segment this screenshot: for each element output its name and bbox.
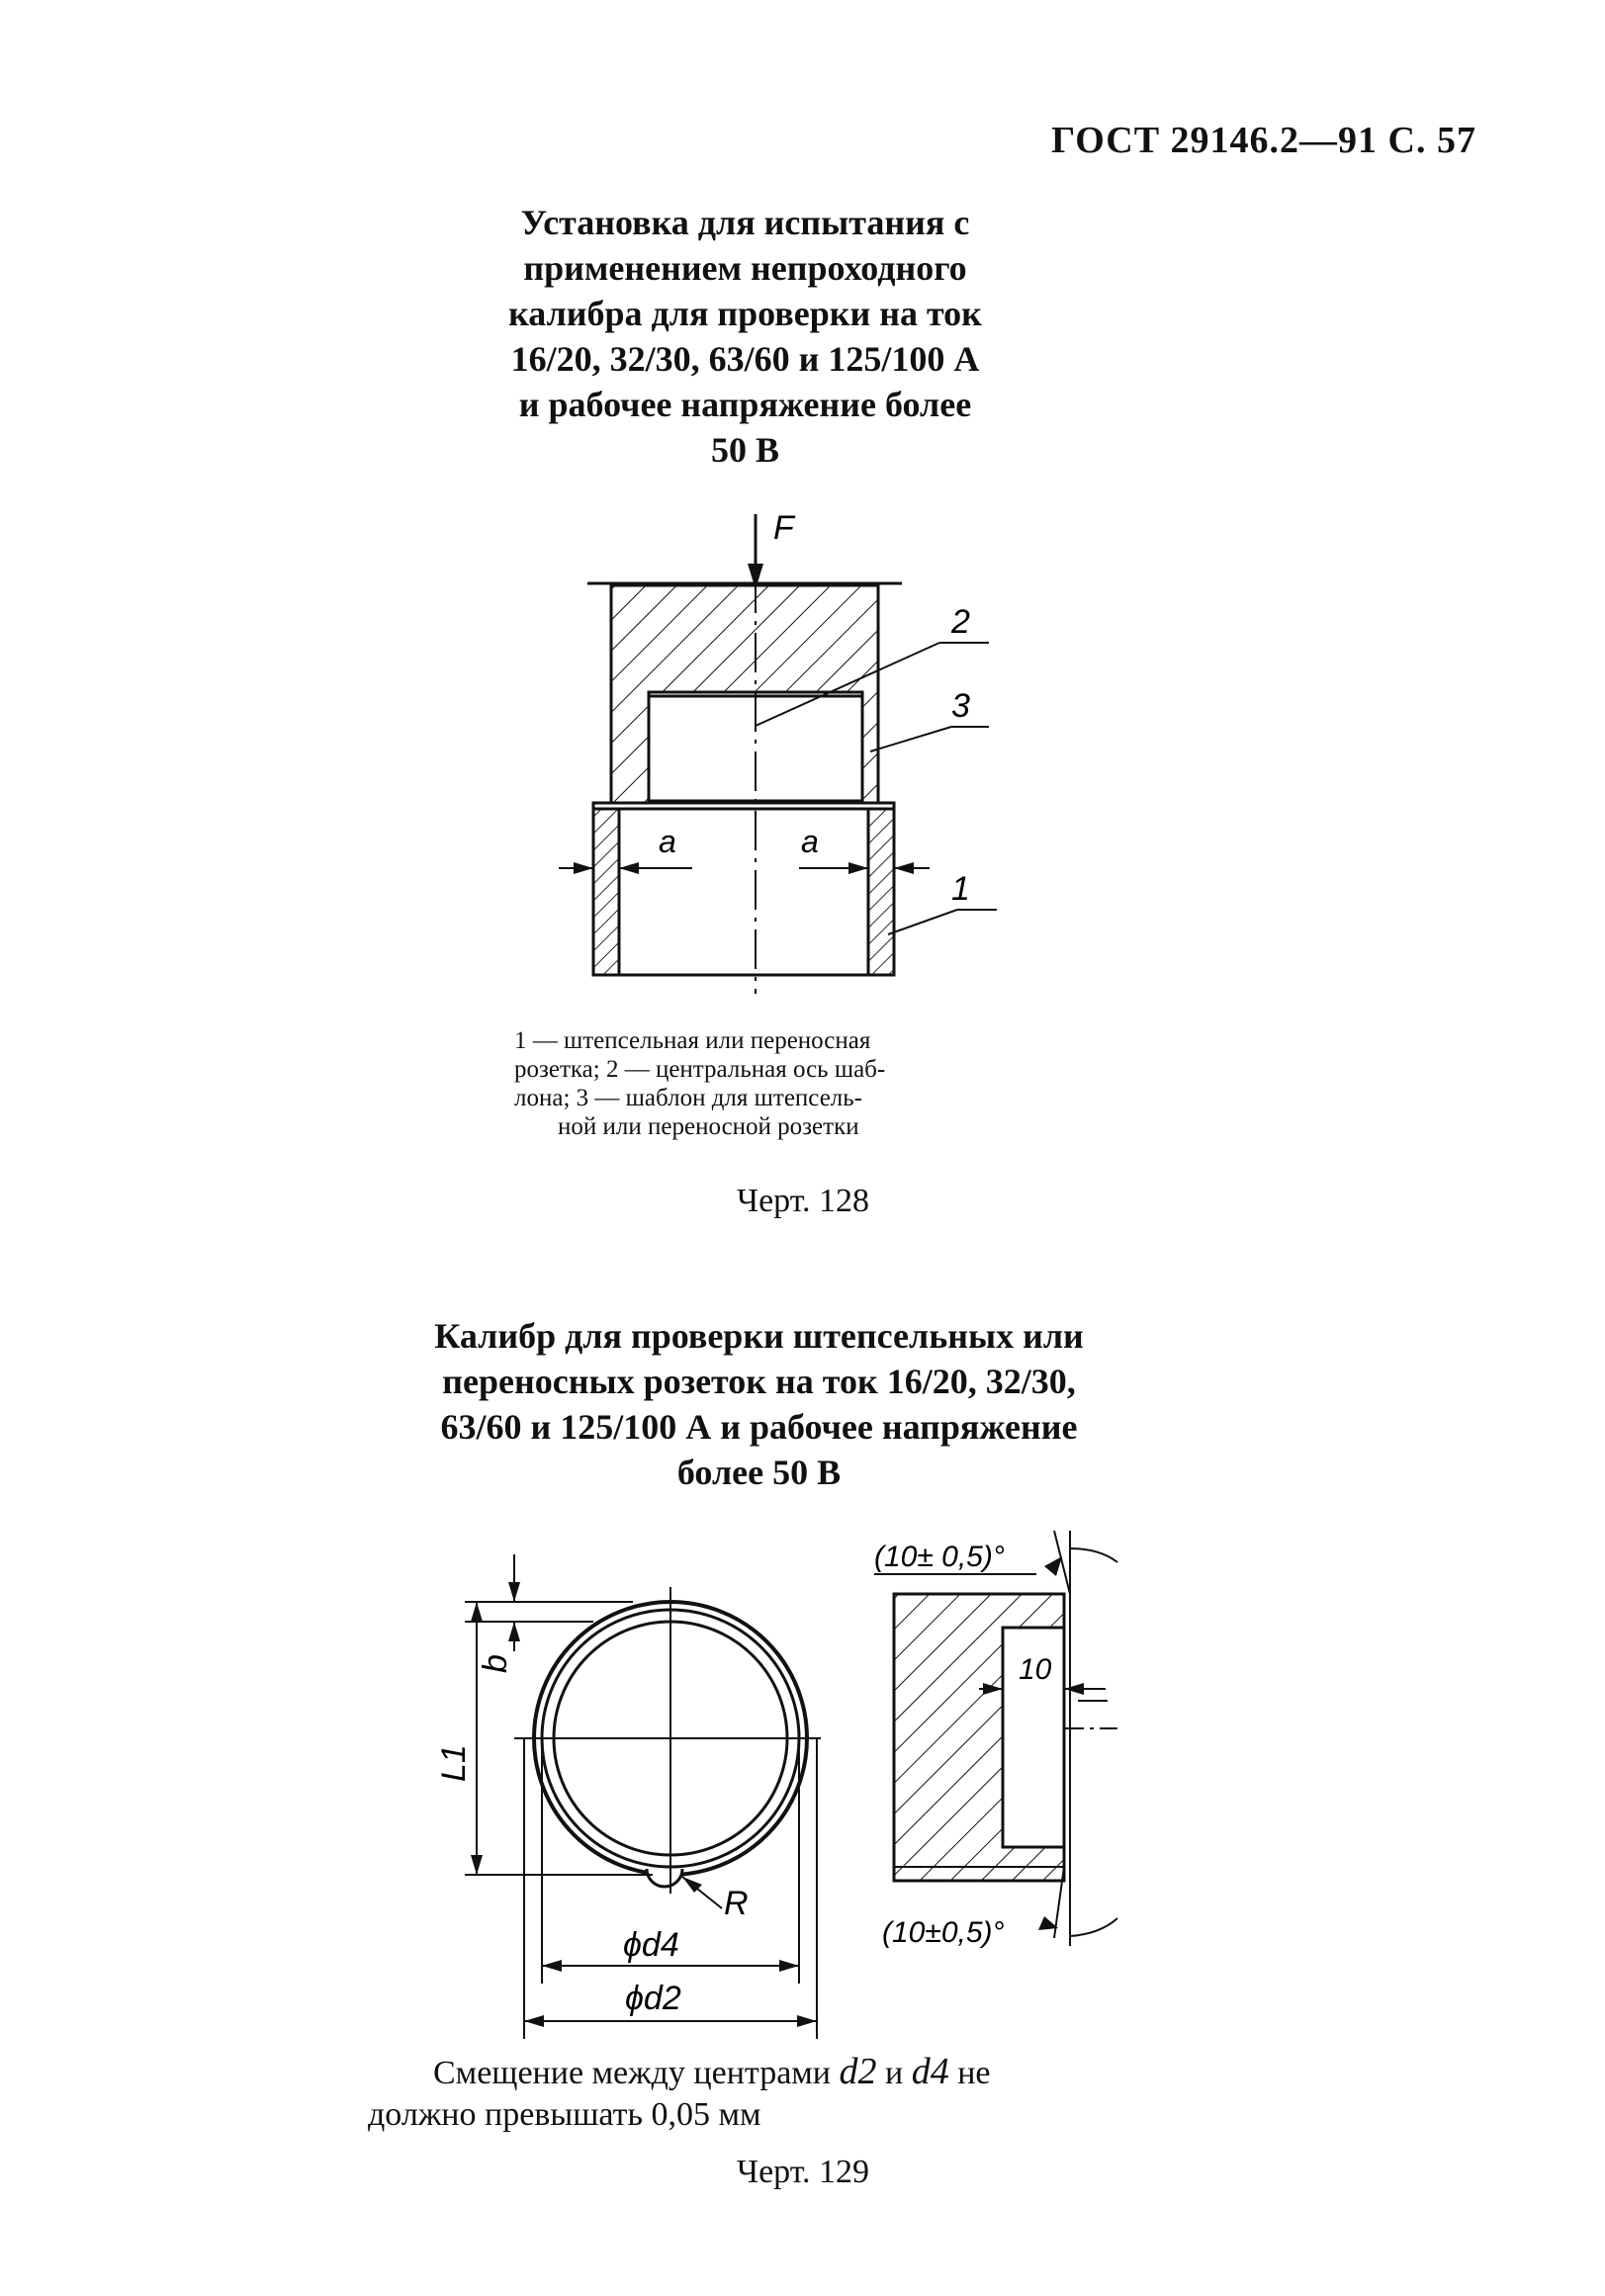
page-header: ГОСТ 29146.2—91 С. 57 <box>1051 120 1476 161</box>
legend-line: лона; 3 — шаблон для штепсель- <box>514 1085 862 1111</box>
title-line: Калибр для проверки штепсельных или <box>434 1316 1084 1356</box>
radius-R-label: R <box>724 1885 749 1922</box>
dim-L1-label: L1 <box>435 1744 473 1782</box>
offset-note: Смещение между центрами d2 и d4 не должн… <box>368 2051 991 2136</box>
note-line-2: должно превышать 0,05 мм <box>368 2096 761 2133</box>
note-text: Смещение между центрами <box>433 2055 840 2091</box>
dim-d2-label: ϕd2 <box>625 1980 681 2017</box>
legend-line: розетка; 2 — центральная ось шаб- <box>514 1056 886 1083</box>
gap-a-left-label: a <box>659 824 676 859</box>
figure-128-legend: 1 — штепсельная или переносная розетка; … <box>514 1026 1068 1141</box>
symbol-d2: d2 <box>839 2051 877 2092</box>
note-text: и <box>876 2055 912 2091</box>
figure-128-label: Черт. 128 <box>736 1183 870 1219</box>
legend-line: ной или переносной розетки <box>558 1113 859 1140</box>
title-line: калибра для проверки на ток <box>508 294 982 333</box>
title-line: 50 В <box>710 430 779 470</box>
figure-129-title: Калибр для проверки штепсельных или пере… <box>0 1313 1561 1495</box>
title-line: и рабочее напряжение более <box>518 385 972 424</box>
symbol-d4: d4 <box>911 2051 949 2092</box>
angle-bottom-label: (10±0,5)° <box>882 1916 1005 1949</box>
angle-top-label: (10± 0,5)° <box>874 1541 1005 1573</box>
title-line: 63/60 и 125/100 А и рабочее напряжение <box>440 1407 1078 1447</box>
title-line: применением непроходного <box>523 248 967 288</box>
dim-d4-label: ϕd4 <box>623 1926 679 1964</box>
force-label: F <box>773 509 796 547</box>
title-line: Установка для испытания с <box>520 203 970 242</box>
note-line-1: Смещение между центрами d2 и d4 не <box>433 2051 991 2094</box>
title-line: 16/20, 32/30, 63/60 и 125/100 А <box>510 339 980 379</box>
legend-line: 1 — штепсельная или переносная <box>514 1027 871 1054</box>
note-text: не <box>948 2055 991 2091</box>
part-3-label: 3 <box>951 687 970 725</box>
title-line: более 50 В <box>676 1453 842 1492</box>
figure-129-label: Черт. 129 <box>736 2154 870 2190</box>
figure-128-title: Установка для испытания с применением не… <box>0 200 1548 473</box>
part-2-label: 2 <box>950 603 970 641</box>
depth-label: 10 <box>1019 1653 1052 1686</box>
part-1-label: 1 <box>951 870 970 908</box>
gap-a-right-label: a <box>801 824 819 859</box>
title-line: переносных розеток на ток 16/20, 32/30, <box>442 1362 1076 1401</box>
dim-b-label: b <box>477 1654 514 1673</box>
